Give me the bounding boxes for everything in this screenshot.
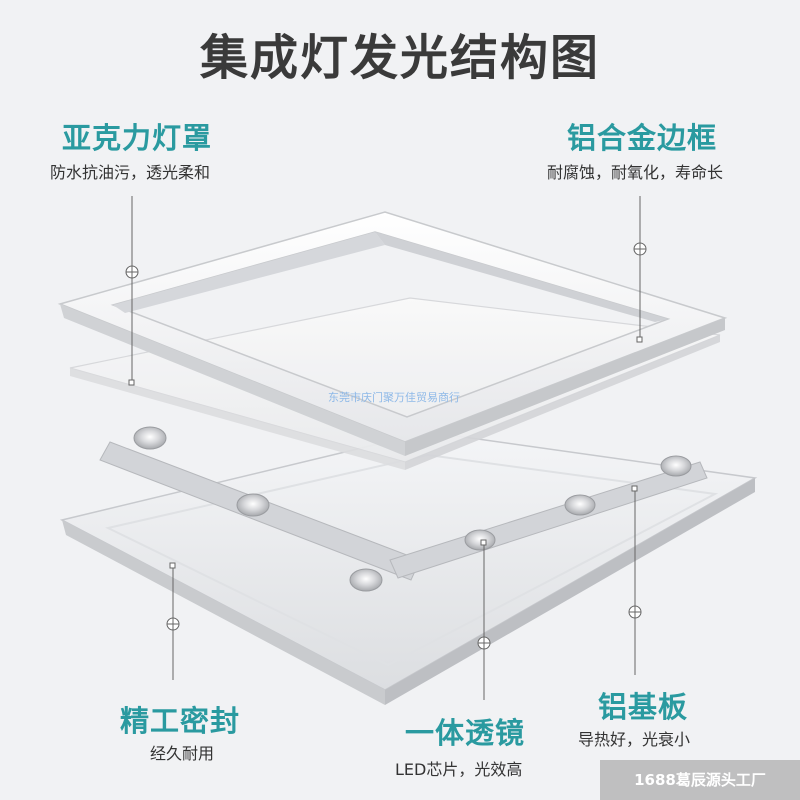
page-title: 集成灯发光结构图 bbox=[199, 30, 600, 86]
led-strip-right bbox=[389, 455, 708, 579]
callout-aluminum-frame-desc: 耐腐蚀，耐氧化，寿命长 bbox=[547, 163, 724, 182]
aluminum-frame bbox=[57, 211, 728, 456]
led-lens bbox=[564, 494, 596, 516]
led-strip-left bbox=[99, 426, 421, 592]
callout-aluminum-frame-label: 铝合金边框 bbox=[567, 121, 718, 155]
callout-acrylic-cover-label: 亚克力灯罩 bbox=[62, 121, 213, 155]
callout-lens-desc: LED芯片，光效高 bbox=[395, 760, 523, 779]
acrylic-diffuser bbox=[69, 297, 721, 470]
led-lens bbox=[464, 529, 496, 551]
callout-aluminum-board-label: 铝基板 bbox=[598, 690, 689, 724]
callout-acrylic-cover-desc: 防水抗油污，透光柔和 bbox=[50, 163, 211, 182]
footer-watermark-tag: 1688葛辰源头工厂 bbox=[600, 760, 800, 800]
callout-lens-label: 一体透镜 bbox=[405, 716, 526, 750]
led-lens bbox=[133, 426, 167, 450]
led-lens bbox=[349, 568, 383, 592]
led-lens bbox=[660, 455, 692, 477]
callout-leaders bbox=[125, 196, 647, 700]
watermark-text: 东莞市庆门聚万佳贸易商行 bbox=[328, 391, 460, 404]
callout-seal-label: 精工密封 bbox=[120, 704, 241, 738]
led-lens bbox=[236, 493, 270, 517]
callout-aluminum-board-desc: 导热好，光衰小 bbox=[578, 730, 691, 749]
callout-seal-desc: 经久耐用 bbox=[150, 744, 215, 763]
